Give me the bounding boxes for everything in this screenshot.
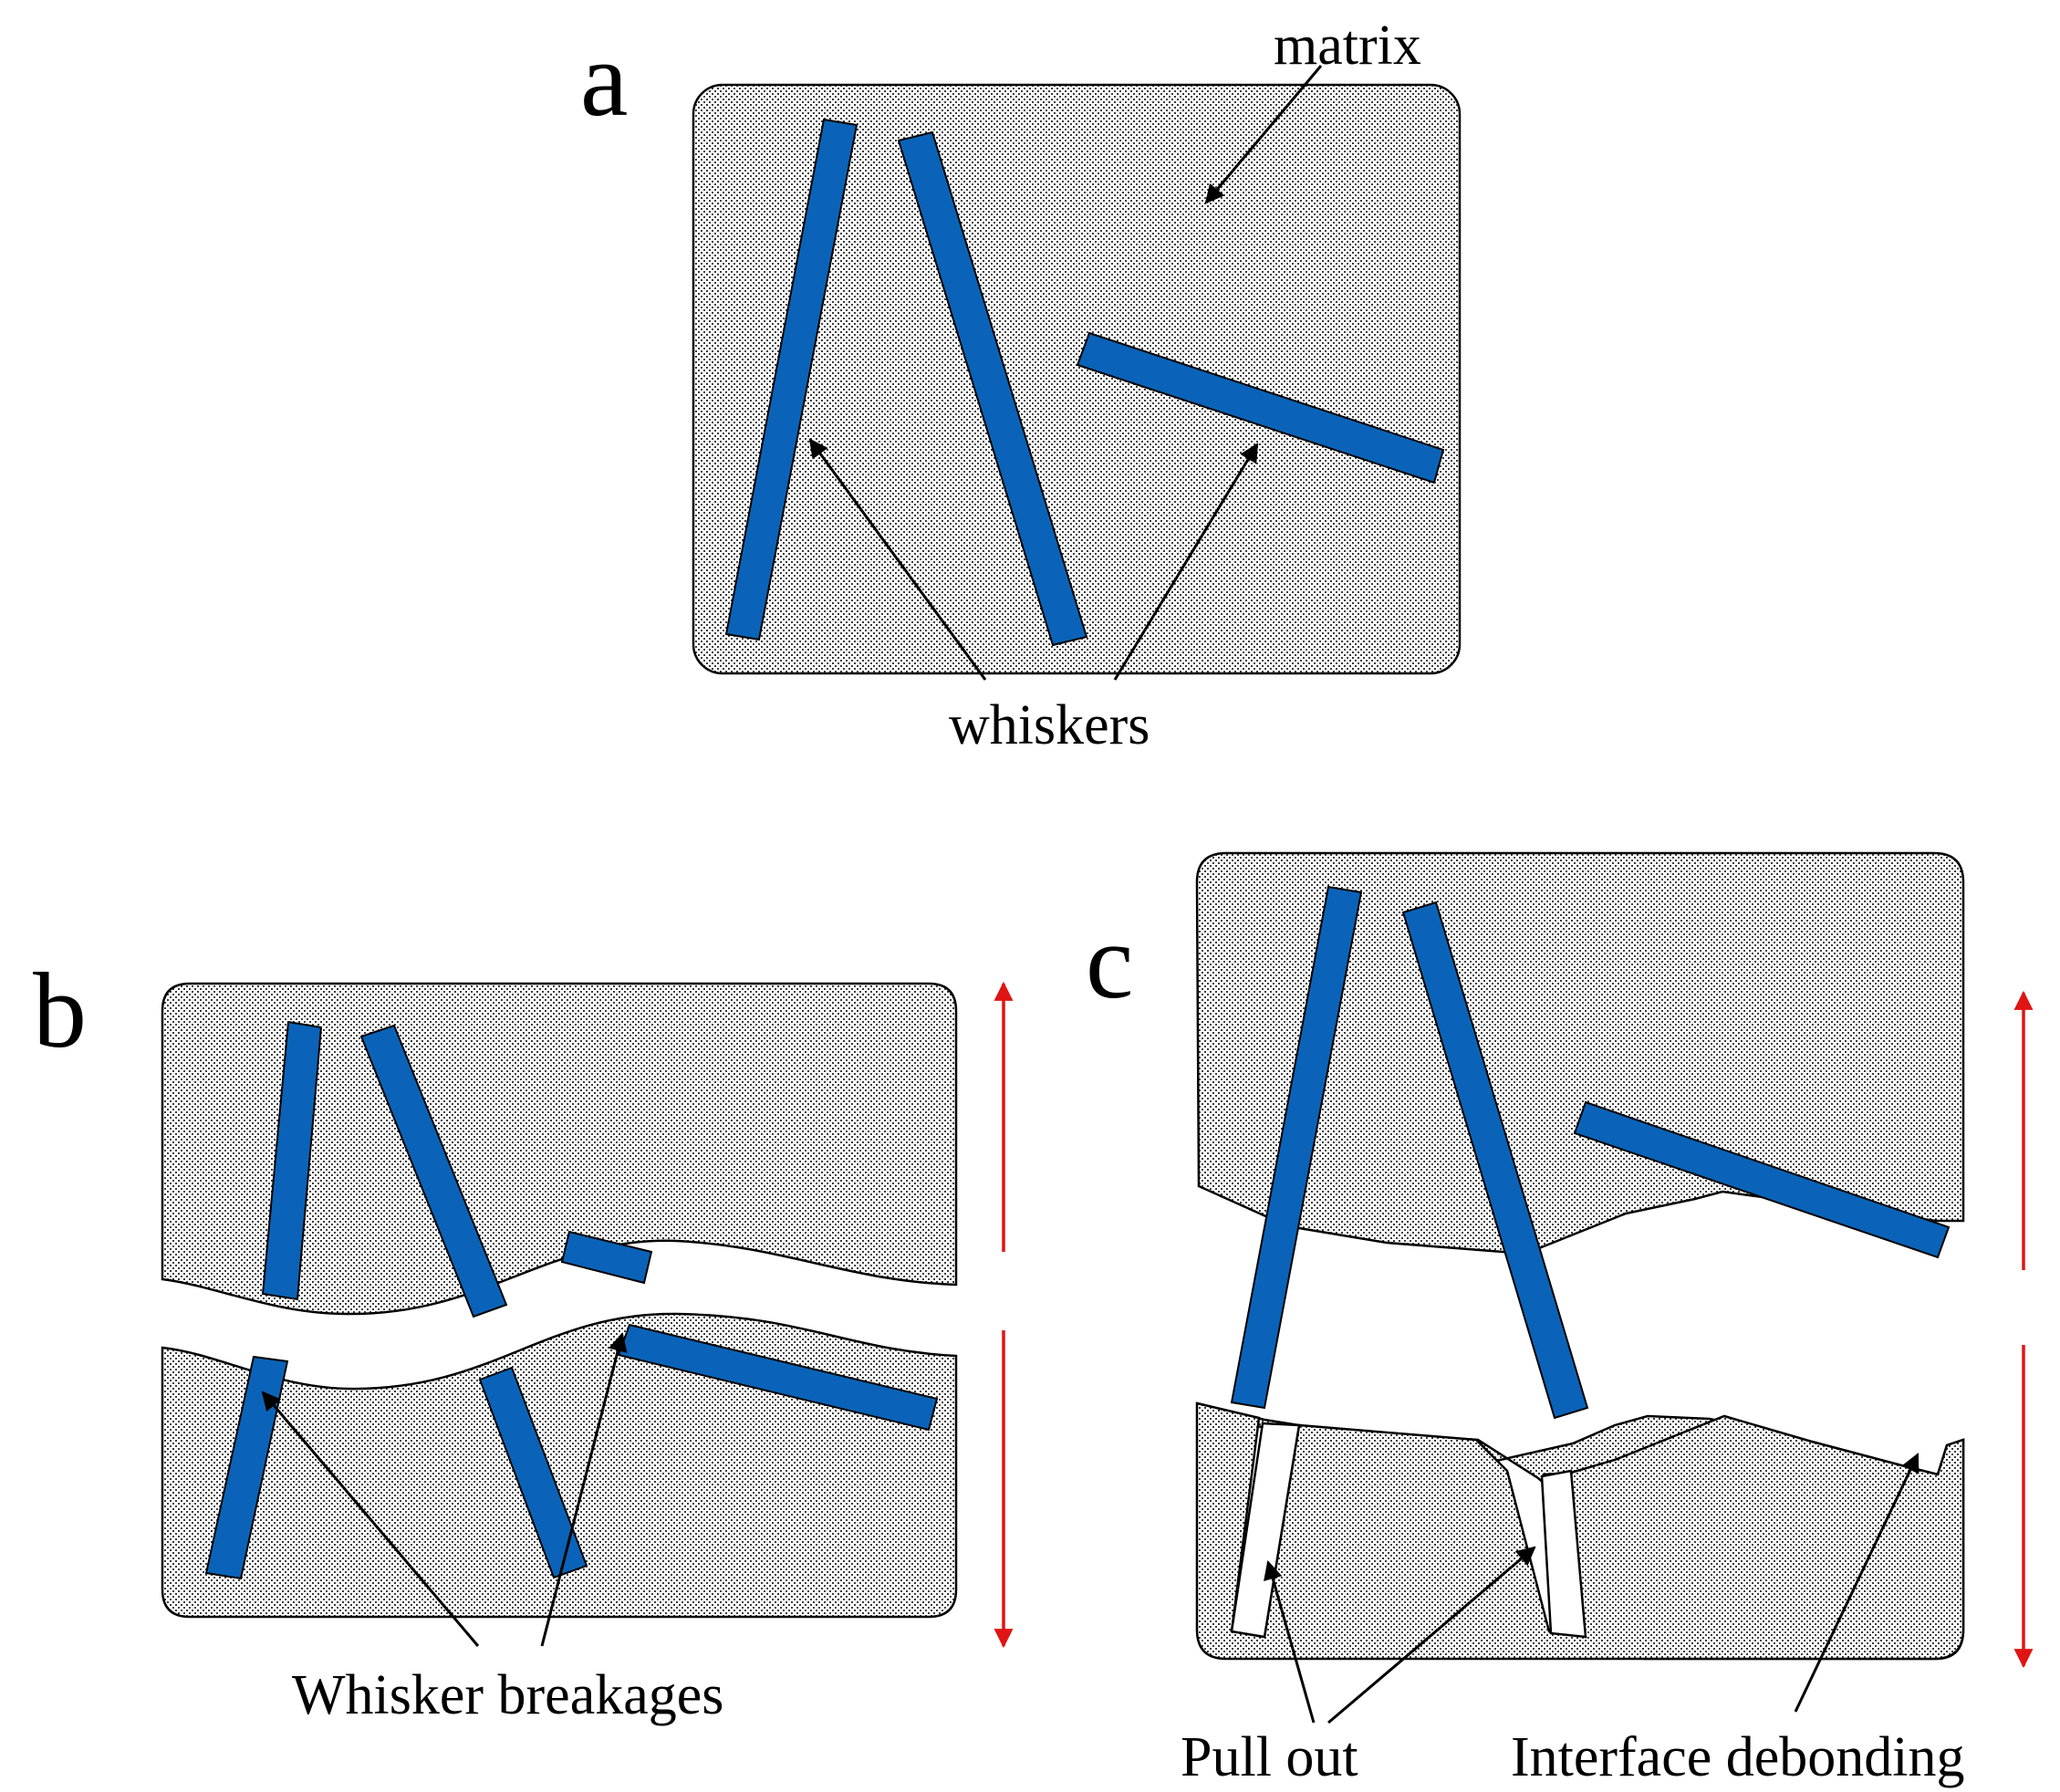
panel-a: a matrix whiskers <box>580 15 1462 756</box>
panel-c-matrix-lower-body <box>1195 1401 1965 1661</box>
panel-a-matrix-label: matrix <box>1274 15 1421 77</box>
panel-b-matrix-upper <box>161 982 958 1316</box>
panel-b-whisker-1-upper <box>261 1020 323 1301</box>
panel-c-pullout-leader-left <box>1264 1559 1316 1724</box>
panel-b-breakage-label: Whisker breakages <box>292 1664 723 1726</box>
panel-a-whisker-1 <box>724 118 858 641</box>
panel-c-whisker-1 <box>1230 885 1363 1410</box>
panel-c-debonding-leader <box>1794 1453 1920 1713</box>
panel-a-whisker-2 <box>897 130 1088 647</box>
panel-c-debonding-label: Interface debonding <box>1511 1726 1964 1788</box>
panel-a-whisker-3 <box>1076 331 1445 484</box>
panel-a-matrix <box>692 83 1462 675</box>
panel-c-pullout-void-right <box>1540 1469 1587 1639</box>
panel-b-breakage-leader-right <box>540 1331 628 1647</box>
panel-a-whiskers-label: whiskers <box>949 694 1150 756</box>
panel-c-whisker-3 <box>1573 1100 1951 1259</box>
panel-b-whisker-3-upper <box>560 1230 653 1285</box>
panel-a-whiskers-leader-left <box>808 438 987 681</box>
panel-a-matrix-leader <box>1204 65 1323 204</box>
panel-c-pullout-label: Pull out <box>1181 1726 1358 1788</box>
panel-c-pullout-void-left <box>1230 1422 1301 1639</box>
panel-b-whisker-2-upper <box>359 1024 508 1318</box>
panel-a-whiskers-leader-right <box>1113 443 1259 681</box>
panel-a-letter: a <box>580 19 628 139</box>
panel-c: c Pull out Interface debonding <box>1086 851 2034 1788</box>
panel-b: b Whisker breakages <box>33 951 1014 1726</box>
panel-b-whisker-2-lower <box>478 1366 588 1579</box>
panel-b-whisker-1-lower <box>204 1355 289 1580</box>
panel-b-letter: b <box>33 951 87 1070</box>
panel-c-pullout-leader-right <box>1327 1546 1536 1724</box>
panel-c-letter: c <box>1086 901 1133 1021</box>
panel-b-matrix-lower <box>161 1312 958 1619</box>
panel-c-matrix-upper <box>1195 851 1965 1255</box>
panel-b-breakage-leader-left <box>261 1391 480 1647</box>
panel-c-whisker-2 <box>1401 901 1589 1420</box>
